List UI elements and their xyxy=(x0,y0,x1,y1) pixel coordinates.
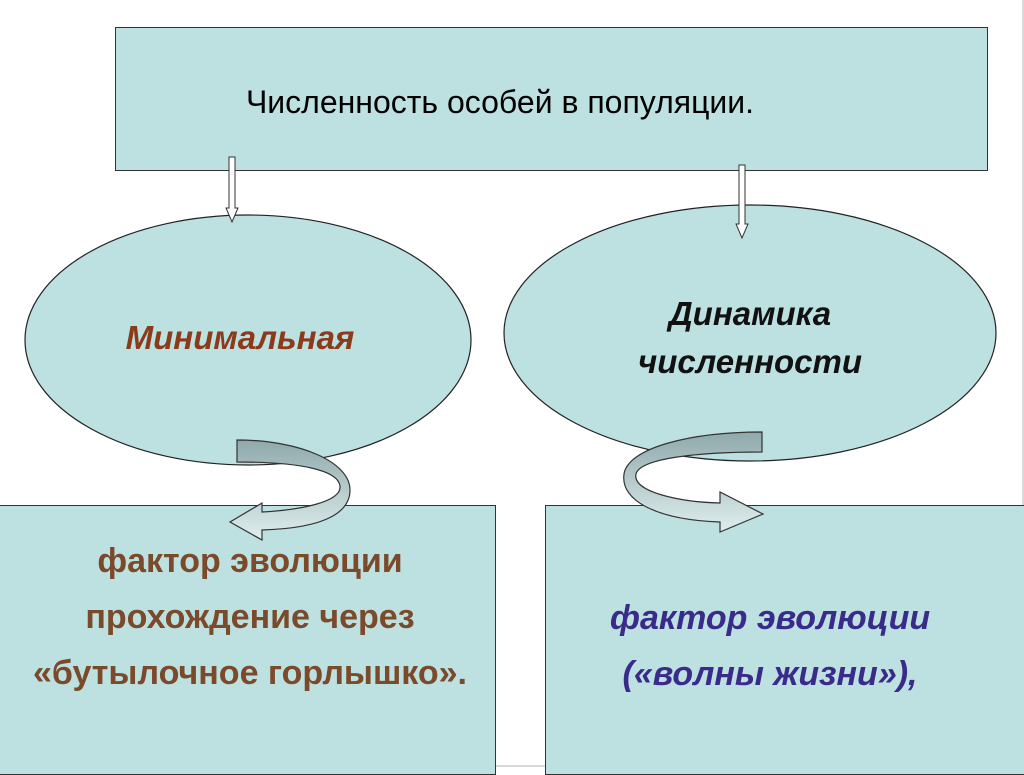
dynamics-label-line1: Динамика xyxy=(668,295,832,332)
curved-arrow-right xyxy=(623,431,765,533)
waves-of-life-box xyxy=(545,505,1024,775)
population-size-box xyxy=(115,27,988,171)
down-arrow-left xyxy=(225,156,239,224)
diagram-title: Численность особей в популяции. xyxy=(245,84,755,120)
bottleneck-text: фактор эволюции прохождение через «бутыл… xyxy=(0,533,500,701)
bottleneck-text-line3: «бутылочное горлышко». xyxy=(32,654,467,692)
curved-arrow-left xyxy=(228,439,351,542)
waves-of-life-text: фактор эволюции («волны жизни»), xyxy=(560,590,980,702)
dynamics-label: Динамика численности xyxy=(560,290,940,386)
waves-of-life-text-line1: фактор эволюции xyxy=(609,599,931,637)
bottleneck-text-line2: прохождение через xyxy=(85,598,415,636)
dynamics-label-line2: численности xyxy=(637,343,863,380)
minimal-label: Минимальная xyxy=(125,319,355,356)
bottleneck-box xyxy=(0,505,496,775)
bottleneck-text-line1: фактор эволюции xyxy=(97,542,403,580)
dynamics-ellipse xyxy=(503,204,997,462)
down-arrow-right xyxy=(735,164,749,240)
minimal-ellipse xyxy=(24,214,472,466)
waves-of-life-text-line2: («волны жизни»), xyxy=(622,655,918,693)
